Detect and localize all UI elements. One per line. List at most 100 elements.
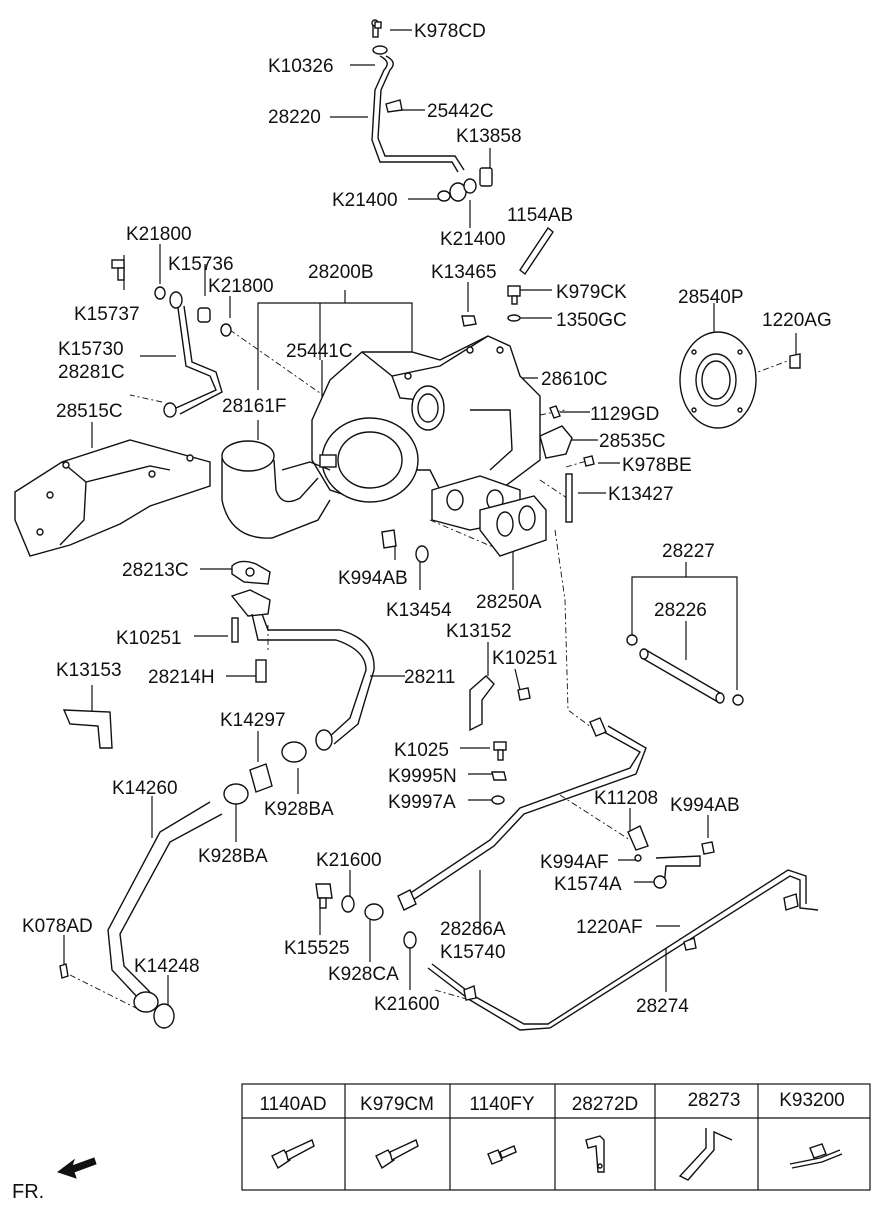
fr-label: FR. <box>12 1181 44 1203</box>
callout-k9995n: K9995N <box>388 766 457 787</box>
callout-1220af: 1220AF <box>576 917 643 938</box>
callout-28213c: 28213C <box>122 560 189 581</box>
callout-k994ab-b: K994AB <box>670 795 740 816</box>
nut-k13465 <box>461 315 477 327</box>
callout-k979ck: K979CK <box>556 282 627 303</box>
callout-k21400-a: K21400 <box>332 190 398 211</box>
callout-28250a: 28250A <box>476 592 542 613</box>
callout-1350gc: 1350GC <box>556 310 627 331</box>
callout-k978be: K978BE <box>622 455 692 476</box>
callout-28214h: 28214H <box>148 667 215 688</box>
turbocharger-assembly <box>311 335 541 531</box>
callout-k978cd: K978CD <box>414 21 486 42</box>
hose-k14297 <box>223 741 307 805</box>
bracket-k1574a <box>627 825 715 889</box>
heat-shield-28515c <box>14 439 211 557</box>
callout-28540p: 28540P <box>678 287 744 308</box>
intake-elbow-28161f <box>221 440 337 539</box>
callout-28226: 28226 <box>654 600 707 621</box>
callout-k13465: K13465 <box>431 262 497 283</box>
front-arrow-icon <box>56 1157 97 1179</box>
callout-k15737: K15737 <box>74 304 140 325</box>
callout-k13153: K13153 <box>56 660 122 681</box>
callout-28161f: 28161F <box>222 396 286 417</box>
parts-table-frame <box>241 1083 871 1191</box>
stud-1154ab <box>519 226 554 276</box>
bracket-icon <box>585 1135 605 1173</box>
callout-k21800-a: K21800 <box>126 224 192 245</box>
callout-1220ag: 1220AG <box>762 310 832 331</box>
table-header-col-5: 28273 <box>688 1090 741 1111</box>
callout-k21600-b: K21600 <box>374 994 440 1015</box>
oil-return-tube-k15730 <box>111 259 232 418</box>
callout-28274: 28274 <box>636 996 689 1017</box>
leader-lines <box>63 29 797 1008</box>
callout-k13454: K13454 <box>386 600 452 621</box>
callout-28610c: 28610C <box>541 369 608 390</box>
callout-k13152: K13152 <box>446 621 512 642</box>
cable-tie-icon <box>789 1143 843 1169</box>
drain-pipe-28211 <box>230 589 375 751</box>
callout-k14297: K14297 <box>220 710 286 731</box>
gasket-28250a <box>479 495 547 557</box>
gasket-28540p <box>679 331 801 429</box>
callout-28220: 28220 <box>268 107 321 128</box>
bolt-k1025-set <box>491 741 507 805</box>
bolt-flange-icon <box>271 1139 315 1170</box>
callout-k15740: K15740 <box>440 942 506 963</box>
bolt-k979ck <box>507 285 521 322</box>
callout-k1025: K1025 <box>394 740 449 761</box>
callout-k1574a: K1574A <box>554 874 622 895</box>
callout-labels: K978CD K10326 28220 25442C K13858 K21400… <box>22 21 832 1017</box>
table-header-col-6: K93200 <box>779 1090 845 1111</box>
callout-k928ba-b: K928BA <box>198 846 268 867</box>
callout-k078ad: K078AD <box>22 916 93 937</box>
bolt-k978cd <box>374 21 382 29</box>
callout-28227: 28227 <box>662 541 715 562</box>
callout-k21400-b: K21400 <box>440 229 506 250</box>
parts-drawing <box>14 19 819 1031</box>
callout-k14260: K14260 <box>112 778 178 799</box>
oil-line-28286a <box>315 717 647 949</box>
callout-28200b: 28200B <box>308 262 374 283</box>
bracket-k13152 <box>469 675 531 732</box>
bolt-small-icon <box>487 1145 517 1165</box>
callout-k21800-b: K21800 <box>208 276 274 297</box>
callout-k14248: K14248 <box>134 956 200 977</box>
bolt-hex-icon <box>375 1139 419 1170</box>
callout-k15525: K15525 <box>284 938 350 959</box>
callout-k928ca: K928CA <box>328 964 399 985</box>
callout-k10251-a: K10251 <box>116 628 182 649</box>
nut-k994ab-upper <box>381 529 429 563</box>
bracket-k13153 <box>62 709 113 749</box>
callout-k13858: K13858 <box>456 126 522 147</box>
pipe-k14260 <box>59 801 223 1029</box>
bracket-28535c <box>539 405 595 523</box>
callout-k15736: K15736 <box>168 254 234 275</box>
callout-k9997a: K9997A <box>388 792 456 813</box>
front-direction-indicator: FR. <box>12 1157 97 1203</box>
parts-table: 1140AD K979CM 1140FY 28272D 28273 K93200 <box>241 1083 871 1191</box>
gasket-28213c <box>231 560 271 585</box>
callout-k21600-a: K21600 <box>316 850 382 871</box>
clip-icon <box>678 1128 733 1181</box>
callout-28281c: 28281C <box>58 362 125 383</box>
callout-28211: 28211 <box>404 667 455 688</box>
table-header-col-1: 1140AD <box>259 1094 326 1115</box>
callout-k10326: K10326 <box>268 56 334 77</box>
callout-k928ba-a: K928BA <box>264 799 334 820</box>
hose-28226 <box>626 634 744 706</box>
callout-28515c: 28515C <box>56 401 123 422</box>
callout-k11208: K11208 <box>594 788 658 809</box>
callout-1129gd: 1129GD <box>590 404 659 425</box>
callout-25441c: 25441C <box>286 341 353 362</box>
callout-28286a: 28286A <box>440 919 506 940</box>
line-28274 <box>427 869 819 1031</box>
callout-k15730: K15730 <box>58 339 124 360</box>
table-header-col-3: 1140FY <box>469 1094 534 1115</box>
callout-k994af: K994AF <box>540 852 609 873</box>
callout-k13427: K13427 <box>608 484 674 505</box>
oil-feed-pipe <box>371 19 493 202</box>
callout-25442c: 25442C <box>427 101 494 122</box>
